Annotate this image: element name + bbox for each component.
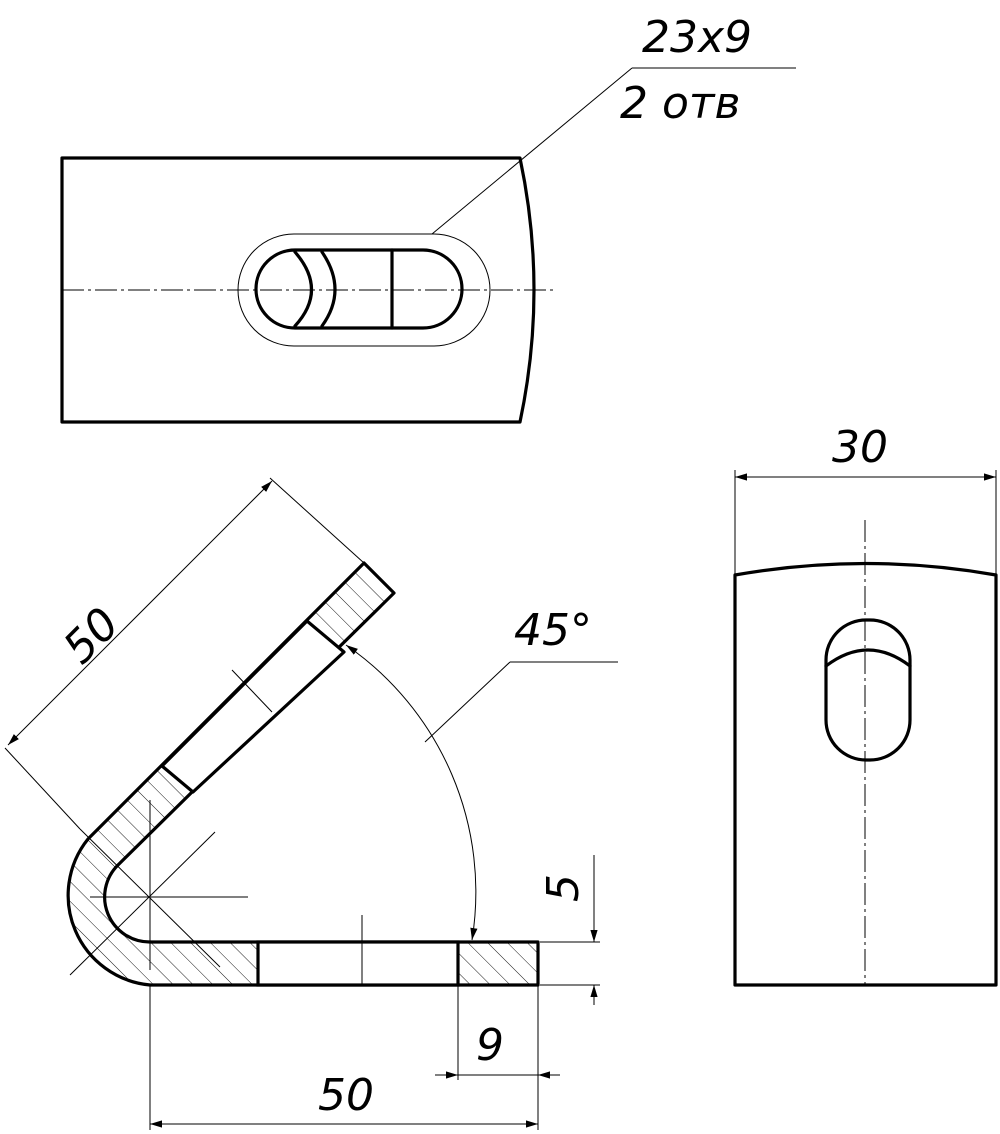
side-slot-bend-curve bbox=[824, 648, 912, 668]
slot-outer-contour bbox=[237, 233, 491, 347]
bend-center-diagonal-2 bbox=[69, 831, 216, 976]
arm-extension-outer bbox=[4, 747, 81, 830]
arm-extension-top bbox=[269, 477, 365, 564]
slot-count-label: 2 отв bbox=[620, 78, 740, 129]
side-view: 30 bbox=[733, 422, 998, 987]
arm-length-label: 50 bbox=[54, 598, 130, 674]
slot-opening bbox=[254, 248, 464, 330]
bend-center-diagonal bbox=[79, 828, 221, 968]
base-length-label: 50 bbox=[318, 1070, 374, 1121]
side-slot-opening bbox=[824, 618, 912, 762]
slot-bend-curve-2 bbox=[320, 250, 337, 328]
arm-dimension-line bbox=[7, 480, 273, 746]
width-label: 30 bbox=[832, 422, 888, 473]
angle-arc bbox=[345, 644, 478, 941]
thickness-label: 5 bbox=[538, 874, 589, 902]
arm-slot bbox=[160, 619, 346, 794]
angle-label: 45° bbox=[514, 605, 592, 656]
top-view-outline bbox=[60, 156, 536, 424]
edge-to-hole-label: 9 bbox=[476, 1020, 504, 1071]
top-view: 23x9 2 отв bbox=[60, 12, 796, 424]
slot-bend-curve bbox=[293, 250, 314, 328]
angle-leader bbox=[424, 661, 511, 743]
base-slot bbox=[256, 940, 460, 987]
slot-size-label: 23x9 bbox=[642, 12, 752, 63]
slot-leader-line bbox=[431, 67, 633, 235]
side-view-outline bbox=[733, 561, 998, 987]
front-view: 50 45° 5 9 50 bbox=[4, 477, 618, 1130]
